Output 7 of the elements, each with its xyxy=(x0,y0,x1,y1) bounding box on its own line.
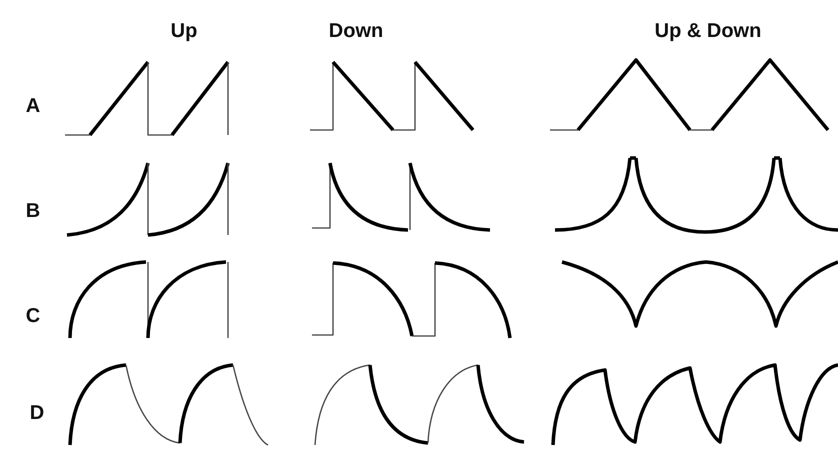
row-letter: A xyxy=(26,96,40,116)
column-heading: Up xyxy=(170,21,198,41)
column-heading: Down xyxy=(328,21,384,41)
row-letter: B xyxy=(26,201,40,221)
row-letter: C xyxy=(26,306,40,326)
row-letter: D xyxy=(30,403,44,423)
column-heading: Up & Down xyxy=(654,21,762,41)
